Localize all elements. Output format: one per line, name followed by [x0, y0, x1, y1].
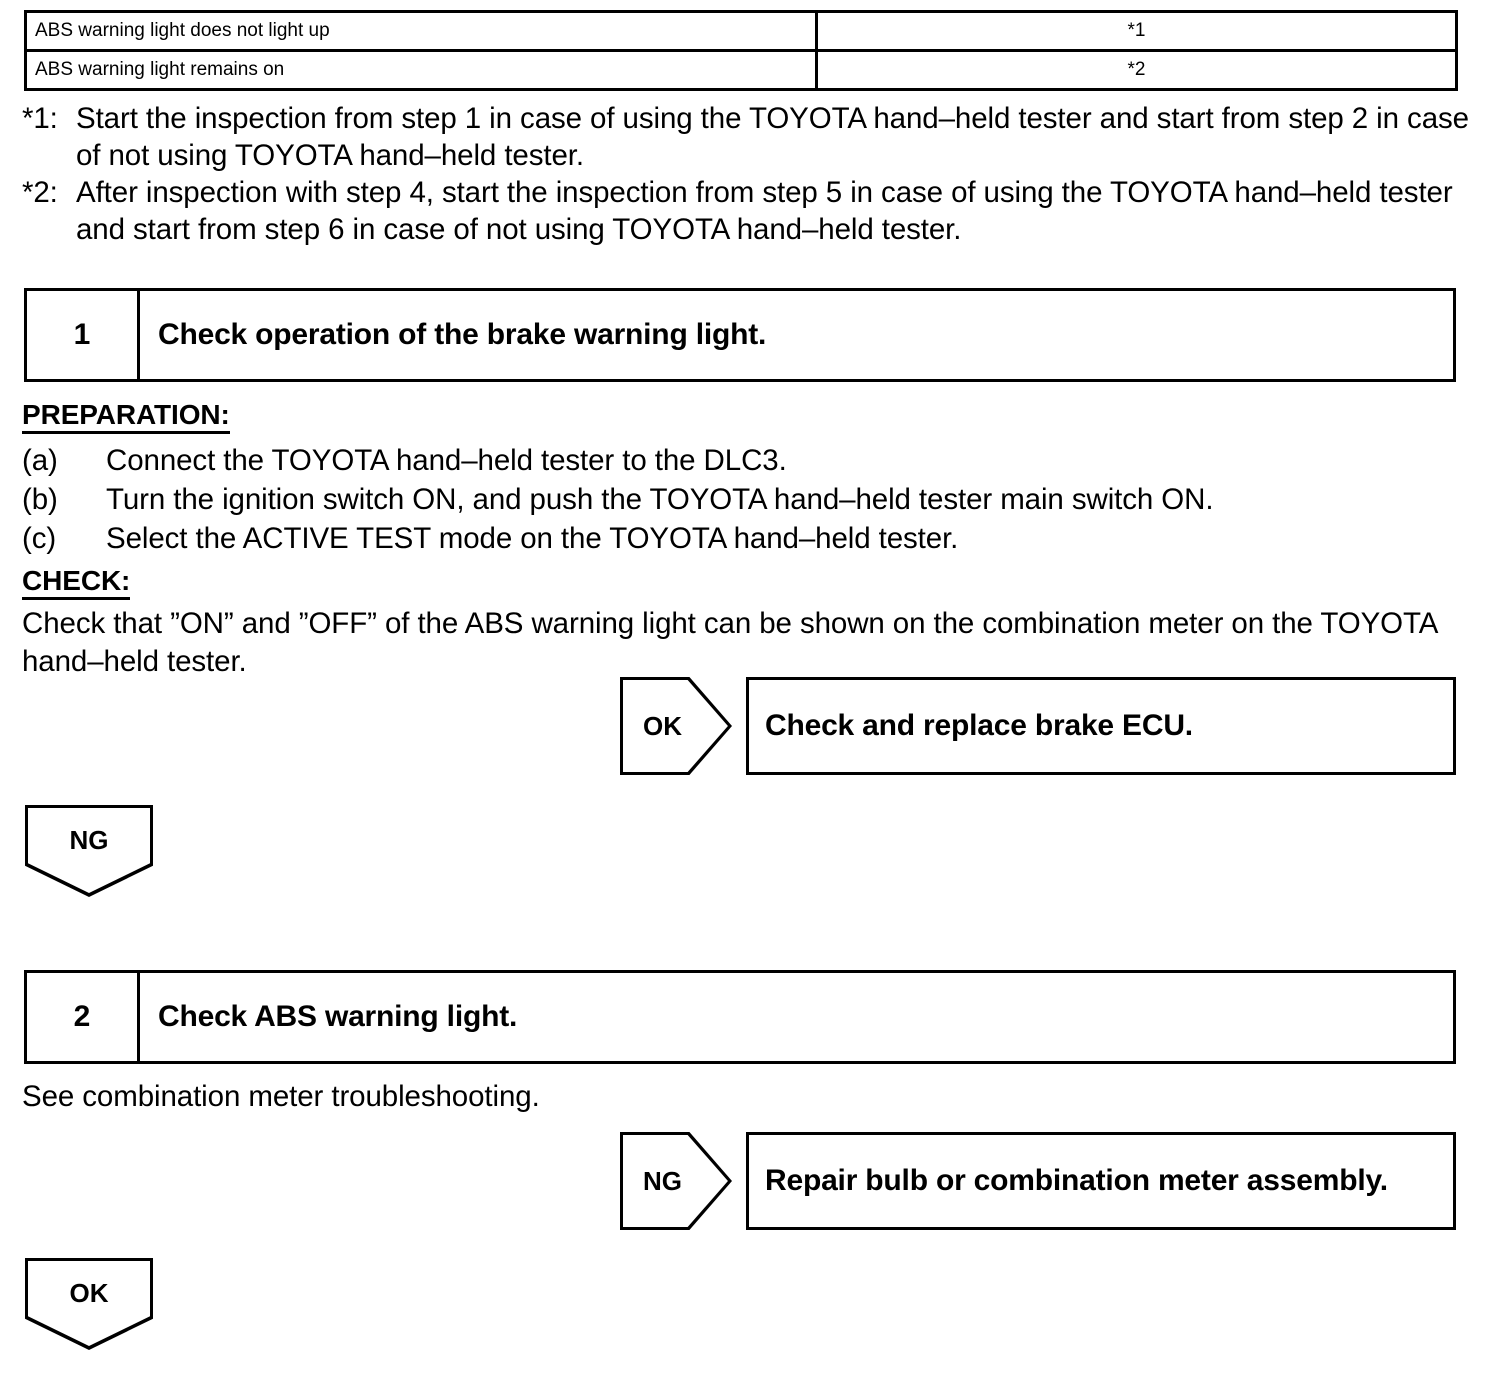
- step-1-header: 1 Check operation of the brake warning l…: [24, 288, 1456, 382]
- step-2-ok-arrow-icon: OK: [25, 1258, 153, 1350]
- footnote-marker: *1:: [22, 102, 58, 135]
- step-2-ng-arrow-icon: NG: [620, 1132, 732, 1230]
- preparation-heading: PREPARATION:: [22, 400, 230, 434]
- table-row: ABS warning light does not light up *1: [24, 10, 1458, 52]
- check-heading: CHECK:: [22, 566, 130, 600]
- preparation-text: Connect the TOYOTA hand–held tester to t…: [106, 444, 787, 477]
- symptom-cell: ABS warning light does not light up: [24, 10, 818, 52]
- symptom-reference-table: ABS warning light does not light up *1 A…: [24, 10, 1458, 91]
- step-2-ok-label: OK: [28, 1261, 150, 1346]
- footnote-item: *2: After inspection with step 4, start …: [22, 174, 1482, 248]
- step-2-title: Check ABS warning light.: [158, 1000, 518, 1033]
- step-2-header: 2 Check ABS warning light.: [24, 970, 1456, 1064]
- step-2-ng-label: NG: [623, 1135, 728, 1227]
- step-1-ok-label: OK: [623, 680, 728, 772]
- footnote-text: After inspection with step 4, start the …: [76, 176, 1453, 246]
- step-2-number: 2: [27, 973, 140, 1061]
- preparation-list: (a) Connect the TOYOTA hand–held tester …: [22, 441, 1482, 558]
- step-1-title: Check operation of the brake warning lig…: [158, 318, 767, 351]
- reference-cell: *1: [815, 10, 1458, 52]
- symptom-cell: ABS warning light remains on: [24, 49, 818, 91]
- footnote-list: *1: Start the inspection from step 1 in …: [22, 100, 1482, 248]
- reference-cell: *2: [815, 49, 1458, 91]
- preparation-text: Select the ACTIVE TEST mode on the TOYOT…: [106, 522, 959, 555]
- preparation-marker: (c): [22, 522, 57, 555]
- footnote-marker: *2:: [22, 176, 58, 209]
- step-2-ng-result: Repair bulb or combination meter assembl…: [746, 1132, 1456, 1230]
- preparation-item: (b) Turn the ignition switch ON, and pus…: [22, 480, 1482, 519]
- check-text: Check that ”ON” and ”OFF” of the ABS war…: [22, 607, 1437, 678]
- preparation-item: (c) Select the ACTIVE TEST mode on the T…: [22, 519, 1482, 558]
- step-2-body: See combination meter troubleshooting.: [22, 1080, 540, 1113]
- preparation-marker: (a): [22, 444, 58, 477]
- preparation-item: (a) Connect the TOYOTA hand–held tester …: [22, 441, 1482, 480]
- table-row: ABS warning light remains on *2: [24, 49, 1458, 91]
- step-1-ok-arrow-icon: OK: [620, 677, 732, 775]
- step-1-ng-label: NG: [28, 808, 150, 893]
- step-1-ok-result: Check and replace brake ECU.: [746, 677, 1456, 775]
- footnote-item: *1: Start the inspection from step 1 in …: [22, 100, 1482, 174]
- step-1-number: 1: [27, 291, 140, 379]
- preparation-text: Turn the ignition switch ON, and push th…: [106, 483, 1214, 516]
- step-1-ng-arrow-icon: NG: [25, 805, 153, 897]
- footnote-text: Start the inspection from step 1 in case…: [76, 102, 1469, 172]
- step-1-body: PREPARATION: (a) Connect the TOYOTA hand…: [22, 396, 1482, 681]
- preparation-marker: (b): [22, 483, 58, 516]
